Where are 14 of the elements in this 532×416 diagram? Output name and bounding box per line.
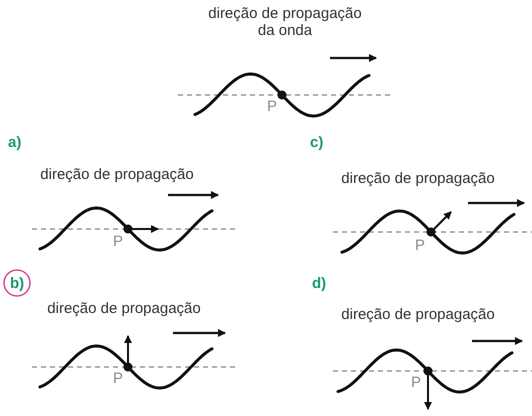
option-label: c)	[310, 134, 324, 152]
option-label: b)	[10, 275, 24, 292]
caption-text: direção de propagação	[47, 300, 201, 318]
point-label: P	[415, 237, 425, 254]
caption-text: direção de propagação	[341, 170, 495, 188]
point-label: P	[113, 233, 123, 250]
caption-text: direção de propagação da onda	[207, 5, 363, 40]
option-label: d)	[312, 275, 326, 292]
point-label: P	[267, 98, 277, 116]
caption-text: direção de propagação	[40, 166, 194, 184]
option-label: a)	[8, 134, 22, 152]
point-label: P	[113, 370, 123, 388]
point-label: P	[411, 374, 421, 392]
caption-text: direção de propagação	[341, 306, 495, 324]
